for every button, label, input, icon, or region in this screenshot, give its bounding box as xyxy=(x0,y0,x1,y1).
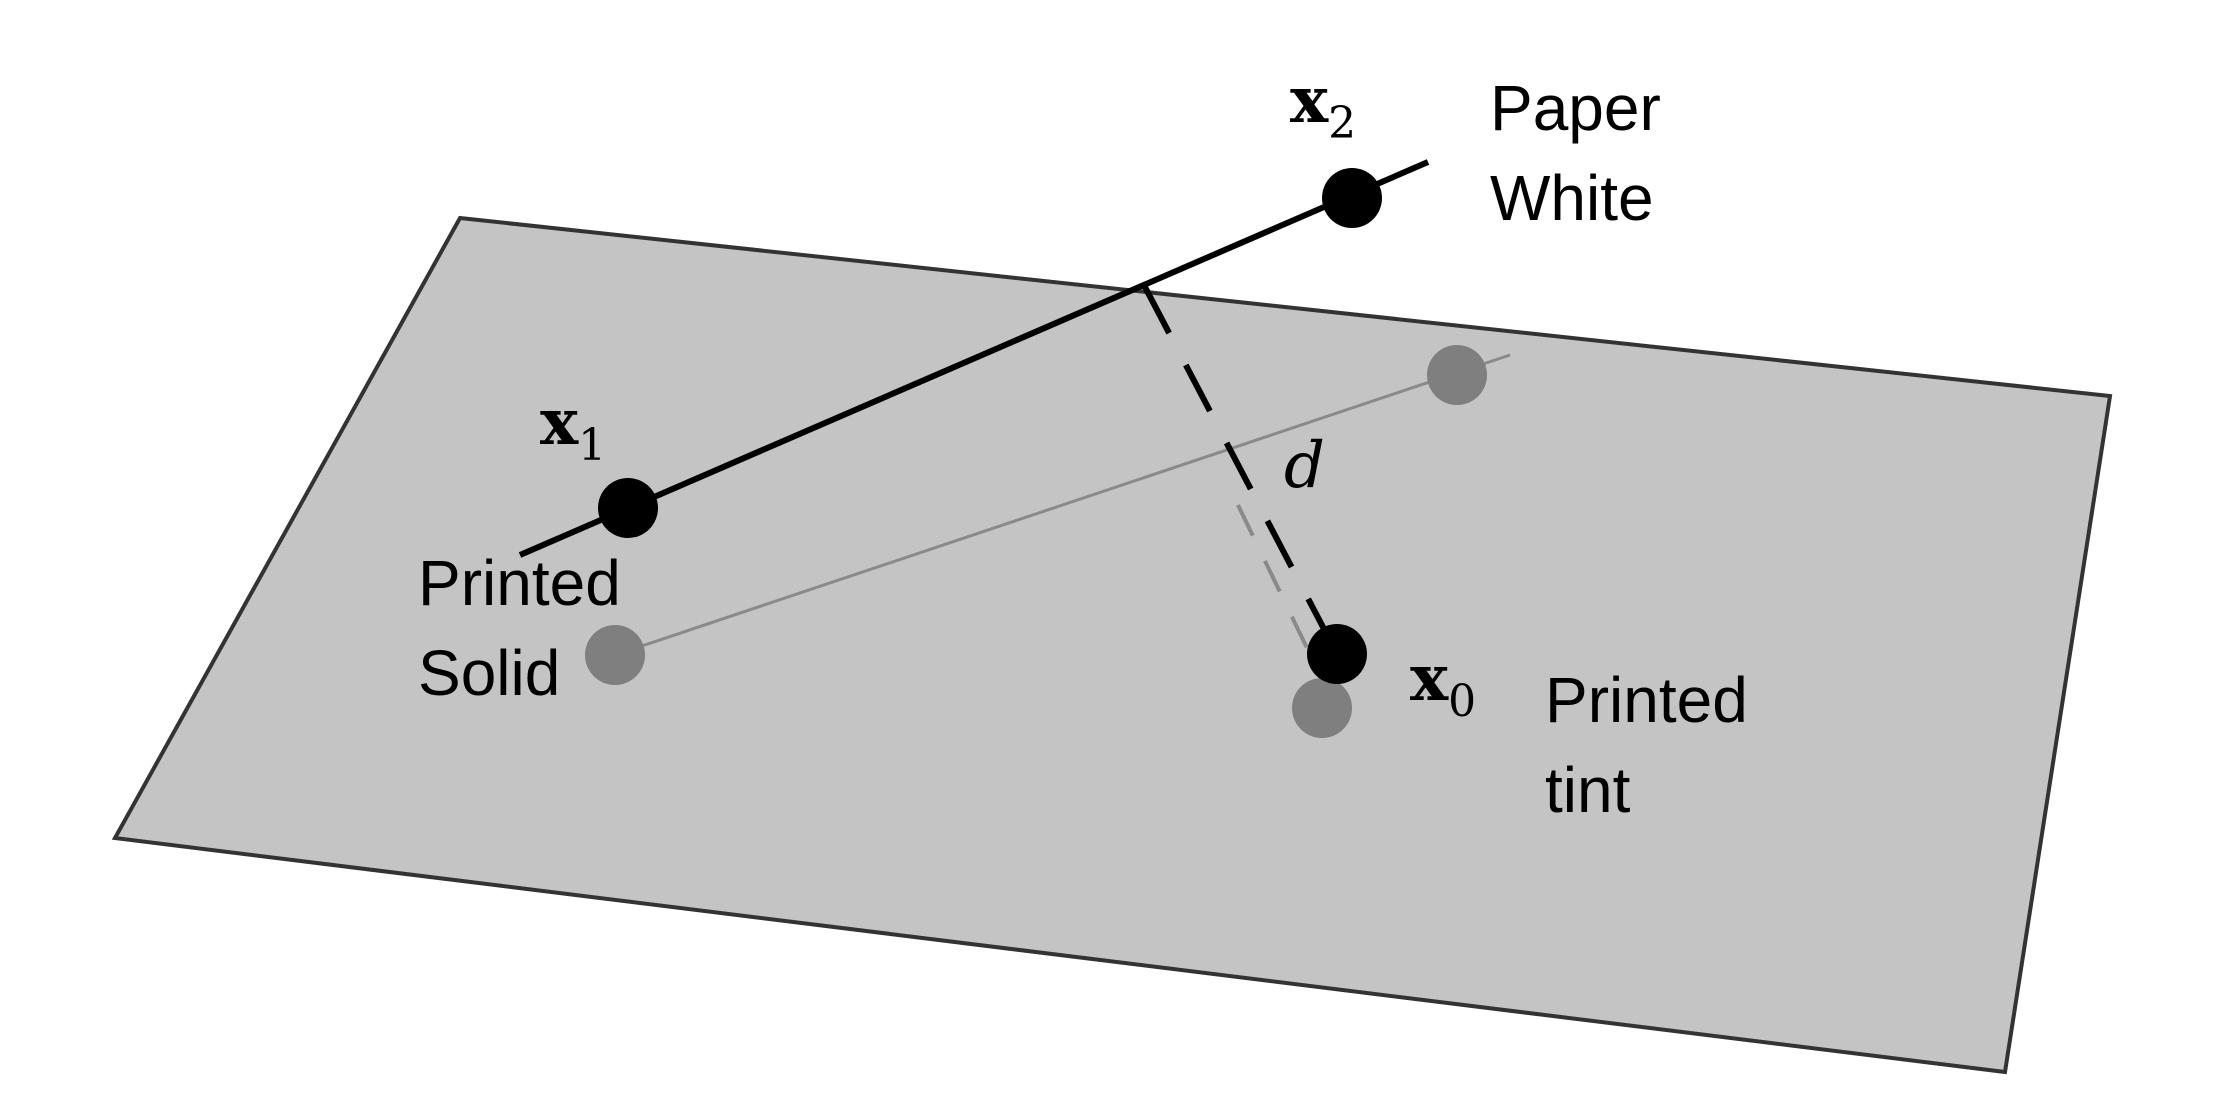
projected-point-x2 xyxy=(1427,345,1487,405)
label-d: d xyxy=(1284,429,1325,503)
projected-line xyxy=(614,353,1511,657)
line-x1-x2 xyxy=(518,159,1430,558)
label-paper-white: Paper White xyxy=(1490,72,1679,234)
distance-segment-d xyxy=(1142,285,1338,652)
label-x0: x0 xyxy=(1410,641,1476,727)
point-x0 xyxy=(1307,624,1367,684)
projected-point-x1 xyxy=(585,625,645,685)
label-x1: x1 xyxy=(540,385,606,471)
label-printed-tint: Printed tint xyxy=(1545,664,1766,826)
projection-plane xyxy=(111,215,2113,1075)
distance-segment-projection xyxy=(1236,504,1322,676)
point-x2 xyxy=(1322,168,1382,228)
point-x1 xyxy=(598,478,658,538)
label-printed-solid: Printed Solid xyxy=(418,547,639,709)
projected-point-x0 xyxy=(1292,678,1352,738)
label-x2: x2 xyxy=(1290,63,1356,149)
